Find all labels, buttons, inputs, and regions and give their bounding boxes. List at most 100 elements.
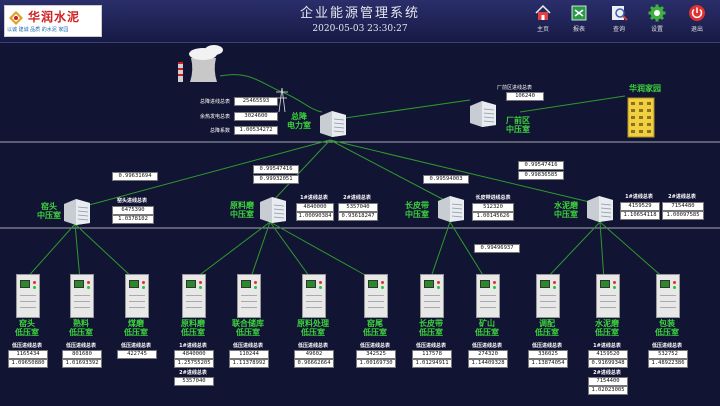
main-coef-label: 总降系数 [209,128,230,134]
mid-room-yuanliao-icon[interactable] [258,196,288,224]
low-room-label: 原料处理 低压室 [297,319,329,337]
home-building-label: 华润家园 [629,84,661,93]
feeder-coef-box: 0.99836585 [518,171,564,180]
low-meter-value: 5357040 [174,377,214,386]
mid-meter-value: 4840000 [296,203,334,212]
mid-room-label-yaotou: 窑头 中压室 [37,202,61,220]
low-meter-value: 117578 [412,350,452,359]
low-meter-value: 1.25755205 [174,359,214,368]
low-meter-value: 4159520 [588,350,628,359]
mid-room-yaotou-icon[interactable] [62,198,92,226]
low-room-label: 原料磨 低压室 [181,319,205,337]
mid-meter-value: 512320 [472,203,514,212]
plant-area-meter-value: 106240 [506,92,544,101]
mid-meter-value: 1.0378102 [112,215,154,224]
main-substation-label: 总降 电力室 [287,112,311,130]
low-room-label: 窑头 低压室 [15,319,39,337]
low-meter-value: 342525 [356,350,396,359]
low-meter-value: 801680 [62,350,102,359]
main-meter-value: 25465593 [234,97,278,106]
home-button[interactable]: 主页 [526,4,560,42]
low-meter-value: 532752 [648,350,688,359]
low-meter-label: 低压进线总表 [65,343,96,349]
low-room-label: 包装 低压室 [655,319,679,337]
low-meter-label: 2#进线总表 [593,370,621,376]
home-building-icon[interactable] [626,96,656,138]
low-meter-value: 49602 [294,350,334,359]
low-meter-value: 4840000 [174,350,214,359]
low-meter-label: 低压进线总表 [651,343,682,349]
mid-meter-label: 1#进线总表 [625,194,653,200]
mid-room-changpidai-icon[interactable] [436,195,466,223]
mid-meter-value: 1.10654118 [620,211,660,220]
low-meter-label: 低压进线总表 [531,343,562,349]
low-room-cabinet-icon[interactable] [536,274,560,318]
mid-room-label-yuanliao: 原料磨 中压室 [230,201,254,219]
low-meter-label: 低压进线总表 [471,343,502,349]
low-room-cabinet-icon[interactable] [16,274,40,318]
plant-area-label: 厂前区 中压室 [506,116,530,134]
datetime-display: 2020-05-03 23:30:27 [312,24,408,34]
mid-meter-label: 窑头进线总表 [116,198,147,204]
low-meter-label: 低压进线总表 [297,343,328,349]
low-meter-value: 422745 [117,350,157,359]
plant-area-room-icon[interactable] [468,100,498,128]
mid-meter-value: 1.00097585 [662,211,704,220]
low-room-label: 水泥磨 低压室 [595,319,619,337]
feeder-coef-box: 0.99496937 [474,244,520,253]
power-icon [689,5,705,21]
waste-heat-value: 3024600 [234,112,278,121]
mid-meter-value: 5357040 [338,203,378,212]
low-room-cabinet-icon[interactable] [125,274,149,318]
settings-label: 设置 [650,26,663,33]
mid-meter-label: 2#进线总表 [668,194,696,200]
mid-meter-value: 4159529 [620,202,660,211]
power-tower-icon [276,87,288,113]
low-meter-value: 1.00169730 [356,359,396,368]
gear-icon [648,4,666,22]
title-bar: 华润水泥 以诚 建诚 品质 的水泥 家园 企业能源管理系统 2020-05-03… [0,0,720,43]
query-button[interactable]: 查询 [602,4,636,42]
low-meter-label: 低压进线总表 [415,343,446,349]
low-room-label: 调配 低压室 [535,319,559,337]
feeder-coef-box: 0.99594003 [423,175,469,184]
low-room-cabinet-icon[interactable] [596,274,620,318]
low-room-label: 窑尾 低压室 [363,319,387,337]
low-room-cabinet-icon[interactable] [656,274,680,318]
feeder-coef-box: 0.99547416 [518,161,564,170]
low-room-cabinet-icon[interactable] [302,274,326,318]
mid-meter-value: 1.00090384 [296,212,334,221]
low-room-cabinet-icon[interactable] [476,274,500,318]
low-room-label: 长皮带 低压室 [419,319,443,337]
report-label: 报表 [572,26,585,33]
mid-meter-value: 7154480 [662,202,704,211]
report-icon [571,5,587,21]
exit-label: 退出 [690,26,703,33]
main-substation-icon[interactable] [318,110,348,138]
low-room-cabinet-icon[interactable] [182,274,206,318]
low-room-label: 联合储库 低压室 [232,319,264,337]
exit-button[interactable]: 退出 [680,4,714,42]
settings-button[interactable]: 设置 [640,4,674,42]
page-title: 企业能源管理系统 [299,6,420,21]
query-icon [612,6,628,21]
low-meter-label: 低压进线总表 [359,343,390,349]
feeder-coef-box: 0.99631694 [112,172,158,181]
low-meter-value: 1165434 [8,350,48,359]
low-room-cabinet-icon[interactable] [70,274,94,318]
mid-meter-value: 0.93618247 [338,212,378,221]
low-room-cabinet-icon[interactable] [237,274,261,318]
query-label: 查询 [612,26,625,33]
power-plant-icon [178,45,223,82]
low-meter-label: 2#进线总表 [179,370,207,376]
low-room-cabinet-icon[interactable] [420,274,444,318]
low-meter-value: 7154400 [588,377,628,386]
mid-room-label-shuinimo: 水泥磨 中压室 [554,201,578,219]
low-meter-value: 336025 [528,350,568,359]
low-meter-label: 1#进线总表 [593,343,621,349]
mid-room-label-changpidai: 长皮带 中压室 [405,201,429,219]
low-meter-value: 1.01693392 [62,359,102,368]
low-room-cabinet-icon[interactable] [364,274,388,318]
mid-room-shuinimo-icon[interactable] [585,195,615,223]
report-button[interactable]: 报表 [562,4,596,42]
